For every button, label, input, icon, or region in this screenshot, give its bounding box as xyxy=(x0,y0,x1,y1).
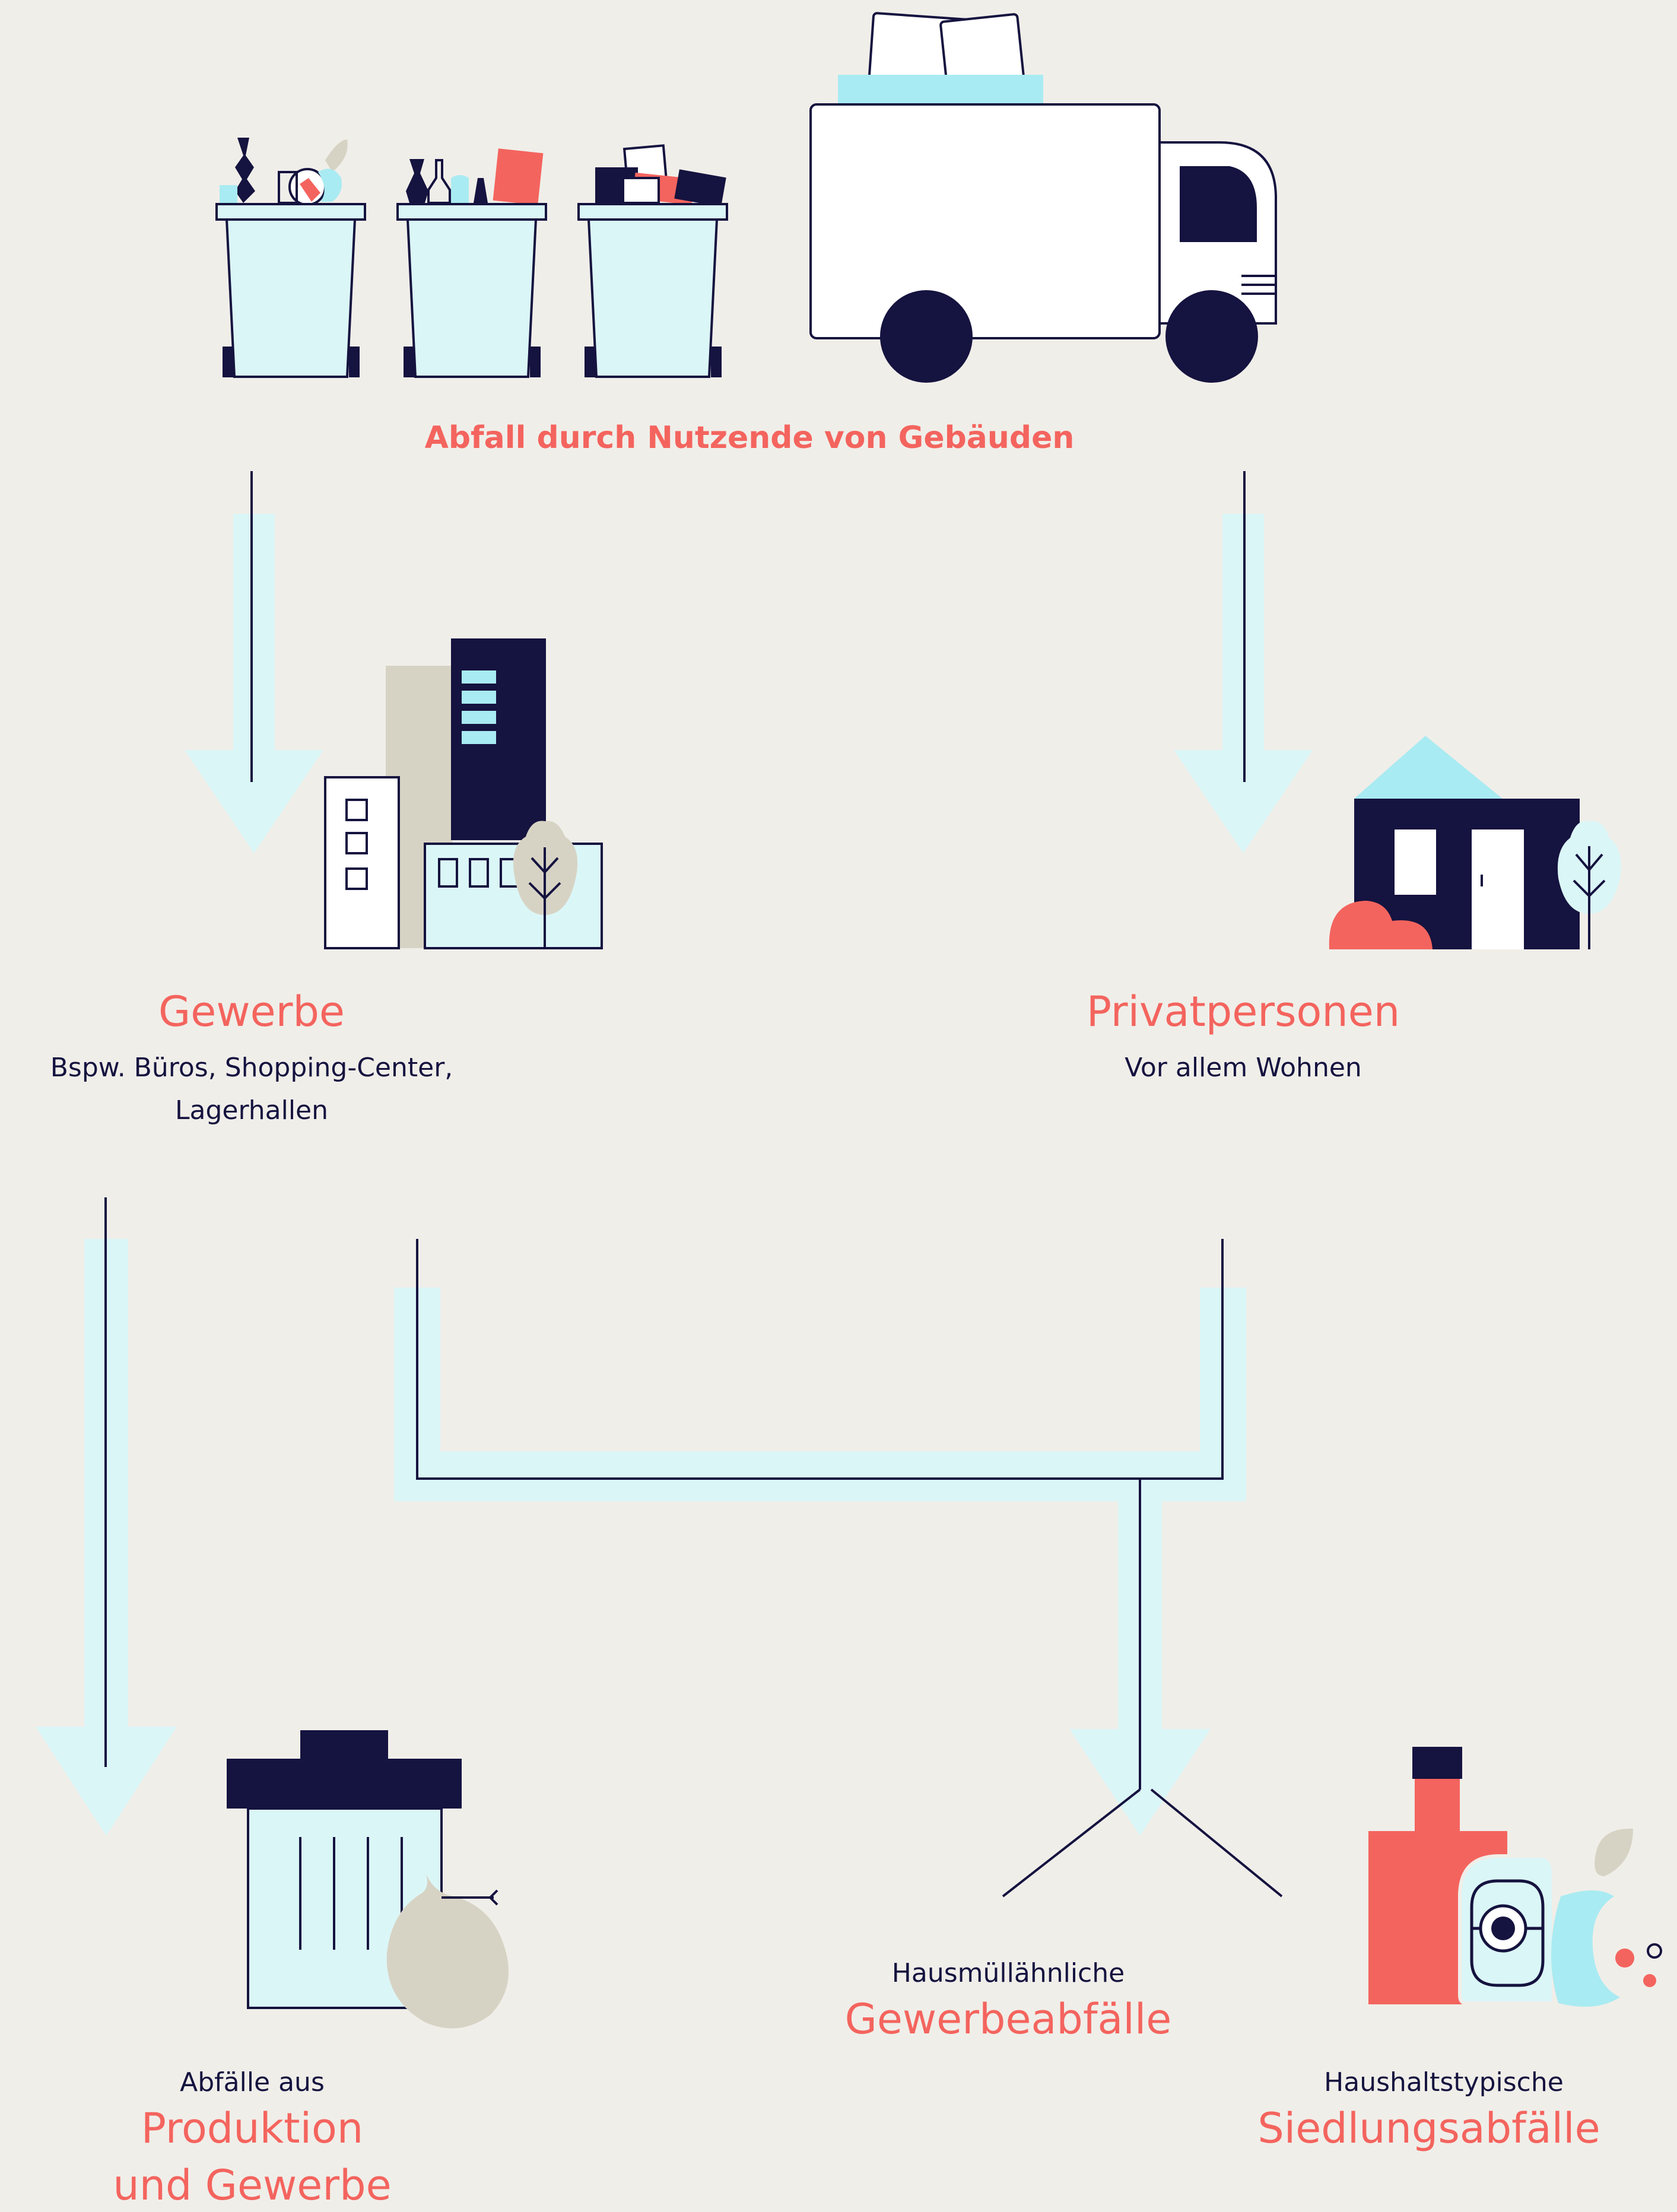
commercial-waste-title: Gewerbeabfälle xyxy=(771,1994,1246,2046)
private-subtitle: Vor allem Wohnen xyxy=(1065,1051,1421,1084)
municipal-prefix: Haushaltstypische xyxy=(1266,2066,1622,2099)
production-prefix: Abfälle aus xyxy=(74,2066,430,2099)
commercial-subtitle-line1: Bspw. Büros, Shopping-Center, xyxy=(14,1051,489,1084)
commercial-title: Gewerbe xyxy=(74,986,430,1038)
commercial-subtitle-line2: Lagerhallen xyxy=(14,1094,489,1127)
municipal-title: Siedlungsabfälle xyxy=(1192,2103,1666,2155)
detergent-icon xyxy=(1460,1856,1554,2003)
production-title-line1: Produktion xyxy=(74,2103,430,2155)
private-title: Privatpersonen xyxy=(1006,986,1481,1038)
production-title-line2: und Gewerbe xyxy=(74,2160,430,2212)
commercial-waste-prefix: Hausmüllähnliche xyxy=(830,1957,1186,1989)
bin-3 xyxy=(579,204,727,377)
bin-2 xyxy=(398,204,546,377)
bin-1 xyxy=(217,204,365,377)
source-title: Abfall durch Nutzende von Gebäuden xyxy=(364,419,1135,457)
